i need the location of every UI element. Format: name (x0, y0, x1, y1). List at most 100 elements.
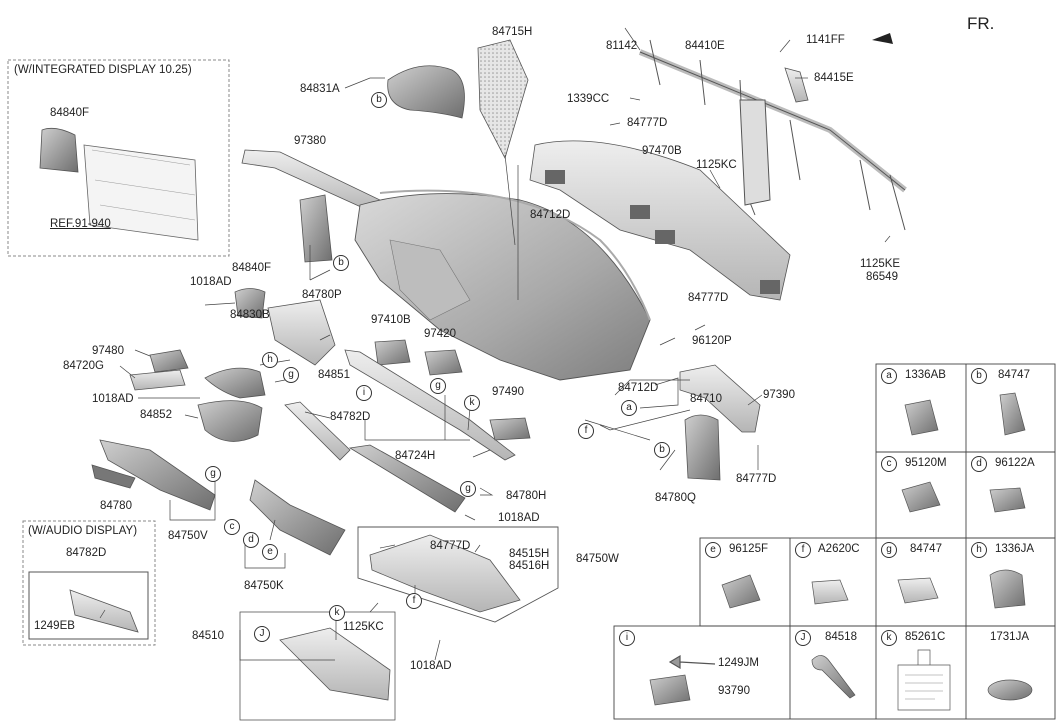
label-84415E: 84415E (814, 72, 854, 84)
legend-g-part: 84747 (910, 543, 942, 555)
label-84712D-top: 84712D (530, 209, 571, 221)
part-97490 (489, 417, 531, 441)
label-84780Q: 84780Q (655, 492, 696, 504)
callout-h: h (262, 352, 278, 368)
callout-g-shroud: g (283, 367, 299, 383)
part-84780P (299, 194, 333, 263)
label-84410E: 84410E (685, 40, 725, 52)
clip-1336JA-icon (989, 569, 1026, 609)
part-84720G (129, 369, 186, 391)
screw-1249JM-icon (668, 654, 716, 670)
label-1125KE: 1125KE (860, 258, 901, 270)
legend-i-sub-1249JM: 1249JM (718, 657, 759, 669)
label-86549: 86549 (866, 271, 898, 283)
label-84777D-box: 84777D (430, 540, 471, 552)
plug-96125F-icon (721, 574, 761, 609)
label-97480: 97480 (92, 345, 124, 357)
part-84840F-inset (39, 127, 79, 173)
legend-k-part: 85261C (905, 631, 946, 643)
callout-g-lower: g (205, 466, 221, 482)
integrated-display-title: (W/INTEGRATED DISPLAY 10.25) (14, 64, 192, 76)
label-84780P: 84780P (302, 289, 342, 301)
callout-g-trim: g (460, 481, 476, 497)
callout-a: a (621, 400, 637, 416)
label-1018AD-c: 1018AD (498, 512, 540, 524)
legend-b-letter: b (971, 368, 987, 384)
label-84510: 84510 (192, 630, 224, 642)
callout-d: d (243, 532, 259, 548)
part-97480 (149, 349, 189, 373)
part-97390 (679, 364, 761, 433)
label-84712D-mid: 84712D (618, 382, 659, 394)
callout-b-cowl: b (371, 92, 387, 108)
plug-1731JA-icon (987, 679, 1033, 701)
part-97420 (424, 349, 463, 376)
part-84750W (369, 534, 521, 613)
legend-1731JA-part: 1731JA (990, 631, 1030, 643)
label-1125KC-top: 1125KC (696, 159, 737, 171)
label-84780H: 84780H (506, 490, 547, 502)
label-1141FF: 1141FF (806, 34, 845, 46)
label-1339CC: 1339CC (567, 93, 610, 105)
legend-d-letter: d (971, 456, 987, 472)
label-81142: 81142 (606, 40, 638, 52)
legend-h-letter: h (971, 542, 987, 558)
part-84724H (344, 349, 516, 461)
label-84715H: 84715H (492, 26, 533, 38)
legend-grid (613, 363, 1056, 720)
part-84750W-frame (357, 526, 559, 623)
label-84750W: 84750W (576, 553, 619, 565)
label-84516H: 84516H (509, 560, 550, 572)
label-97490: 97490 (492, 386, 524, 398)
callout-b-side: b (654, 442, 670, 458)
legend-e-part: 96125F (729, 543, 769, 555)
label-1018AD-a: 1018AD (190, 276, 232, 288)
legend-f-letter: f (795, 542, 811, 558)
ref-label: REF.91-940 (50, 218, 111, 230)
part-97470B (529, 140, 791, 301)
clip-84747-g-icon (897, 577, 939, 604)
callout-k-fascia: k (464, 395, 480, 411)
label-84840F-inset: 84840F (50, 107, 90, 119)
clip-84747-icon (999, 392, 1026, 436)
block-96122A-icon (989, 487, 1026, 513)
label-97380: 97380 (294, 135, 326, 147)
part-84750K (249, 479, 346, 556)
cluster-display-ref (83, 144, 199, 241)
callout-k-glovebox: k (329, 605, 345, 621)
callout-b-panel: b (333, 255, 349, 271)
label-84724H: 84724H (395, 450, 436, 462)
front-direction-label: FR. (967, 14, 995, 33)
part-84780H (348, 444, 466, 513)
legend-g-letter: g (881, 542, 897, 558)
label-96120P: 96120P (692, 335, 732, 347)
motor-93790-icon (649, 674, 691, 706)
legend-c-letter: c (881, 456, 897, 472)
audio-display-title: (W/AUDIO DISPLAY) (28, 525, 138, 537)
legend-J-letter: J (795, 630, 811, 646)
label-84830B: 84830B (230, 309, 270, 321)
callout-i: i (356, 385, 372, 401)
clip-A2620C-icon (811, 579, 849, 605)
legend-i-letter: i (619, 630, 635, 646)
label-84750K: 84750K (244, 580, 284, 592)
label-84780: 84780 (100, 500, 132, 512)
legend-a-part: 1336AB (905, 369, 946, 381)
label-97390: 97390 (763, 389, 795, 401)
label-1249EB: 1249EB (34, 620, 75, 632)
label-84515H: 84515H (509, 548, 550, 560)
label-84852: 84852 (140, 409, 172, 421)
part-84830B (267, 299, 336, 366)
legend-d-part: 96122A (995, 457, 1035, 469)
label-97470B: 97470B (642, 145, 682, 157)
legend-J-part: 84518 (825, 631, 857, 643)
part-84750V (99, 439, 216, 511)
label-84777D-top: 84777D (627, 117, 668, 129)
label-84750V: 84750V (168, 530, 208, 542)
pin-84518-icon (811, 655, 856, 699)
part-84780 (91, 464, 136, 489)
part-84852 (197, 400, 263, 442)
label-84777D-low: 84777D (736, 473, 777, 485)
